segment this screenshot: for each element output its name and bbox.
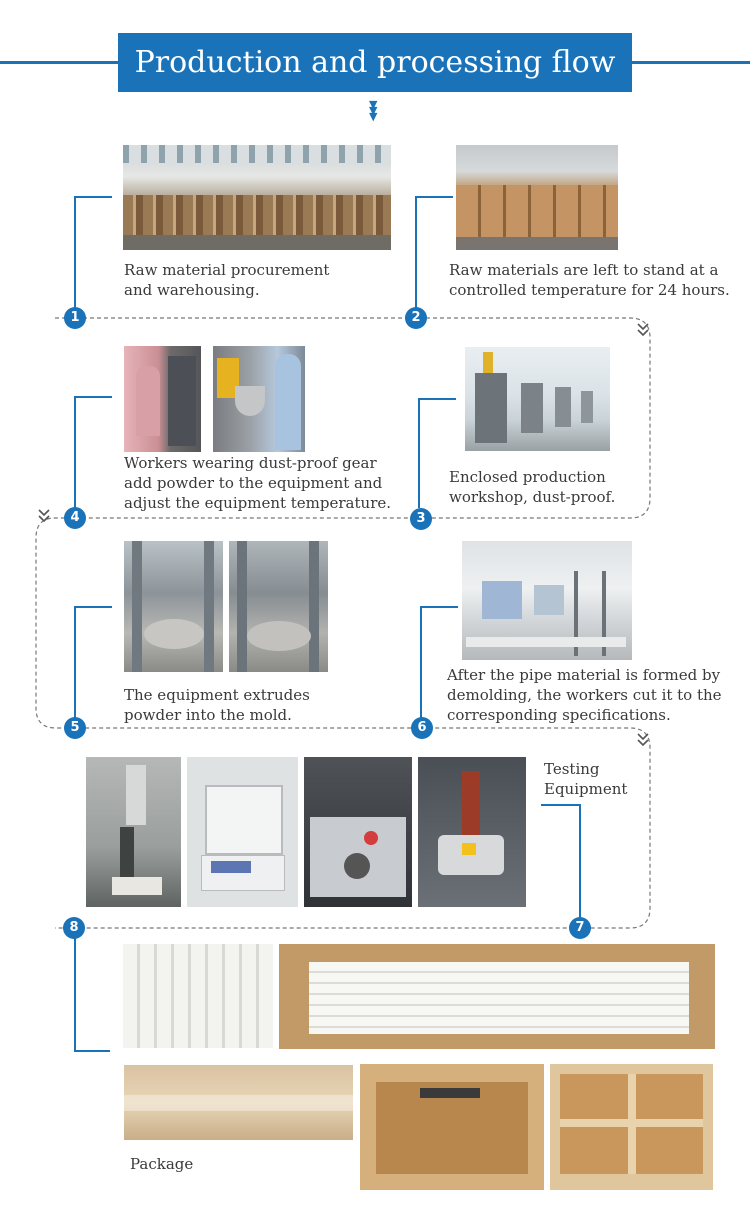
cutting-room-photo xyxy=(462,541,632,660)
step-2-bracket xyxy=(415,196,417,308)
step-6-bracket xyxy=(420,606,422,718)
triple-chevron-down-icon: ▼▼▼ xyxy=(369,98,378,123)
worker-photo xyxy=(124,346,201,452)
step-1-badge: 1 xyxy=(64,307,86,329)
step-6-bracket xyxy=(420,606,458,608)
double-chevron-down-icon xyxy=(637,323,649,337)
step-3-bracket xyxy=(418,398,456,400)
step-8-bracket xyxy=(74,1050,110,1052)
densimeter-photo xyxy=(187,757,298,907)
page-title: Production and processing flow xyxy=(118,33,632,92)
step-7-badge: 7 xyxy=(569,917,591,939)
step-2-badge: 2 xyxy=(405,307,427,329)
step-3-badge: 3 xyxy=(410,508,432,530)
step-1-bracket xyxy=(74,196,76,308)
pipes-photo xyxy=(123,944,273,1048)
step-4-badge: 4 xyxy=(64,507,86,529)
boxed-pipes-photo xyxy=(279,944,715,1049)
control-panel-photo xyxy=(304,757,412,907)
step-3-bracket xyxy=(418,398,420,508)
double-chevron-down-icon xyxy=(637,733,649,747)
step-5-bracket xyxy=(74,606,76,718)
step-8-caption: Package xyxy=(130,1155,194,1173)
step-7-bracket xyxy=(579,804,581,918)
step-6-badge: 6 xyxy=(411,717,433,739)
step-8-badge: 8 xyxy=(63,917,85,939)
wrapped-package-photo xyxy=(124,1065,353,1140)
header-rule-right xyxy=(632,61,750,64)
closed-crate-photo xyxy=(550,1064,713,1190)
worker-photo xyxy=(213,346,305,452)
extruder-photo xyxy=(229,541,328,672)
step-2-bracket xyxy=(415,196,453,198)
workshop-photo xyxy=(465,347,610,451)
wooden-crate-photo xyxy=(360,1064,544,1190)
warehouse-photo xyxy=(123,145,391,250)
step-1-bracket xyxy=(74,196,112,198)
header-rule-left xyxy=(0,61,118,64)
extruder-photo xyxy=(124,541,223,672)
double-chevron-down-icon xyxy=(38,509,50,523)
step-4-bracket xyxy=(74,396,112,398)
step-8-bracket xyxy=(74,938,76,1050)
step-5-badge: 5 xyxy=(64,717,86,739)
voltage-tester-photo xyxy=(418,757,526,907)
step-4-bracket xyxy=(74,396,76,508)
drums-photo xyxy=(456,145,618,250)
hardness-tester-photo xyxy=(86,757,181,907)
step-5-bracket xyxy=(74,606,112,608)
step-7-bracket xyxy=(541,804,580,806)
